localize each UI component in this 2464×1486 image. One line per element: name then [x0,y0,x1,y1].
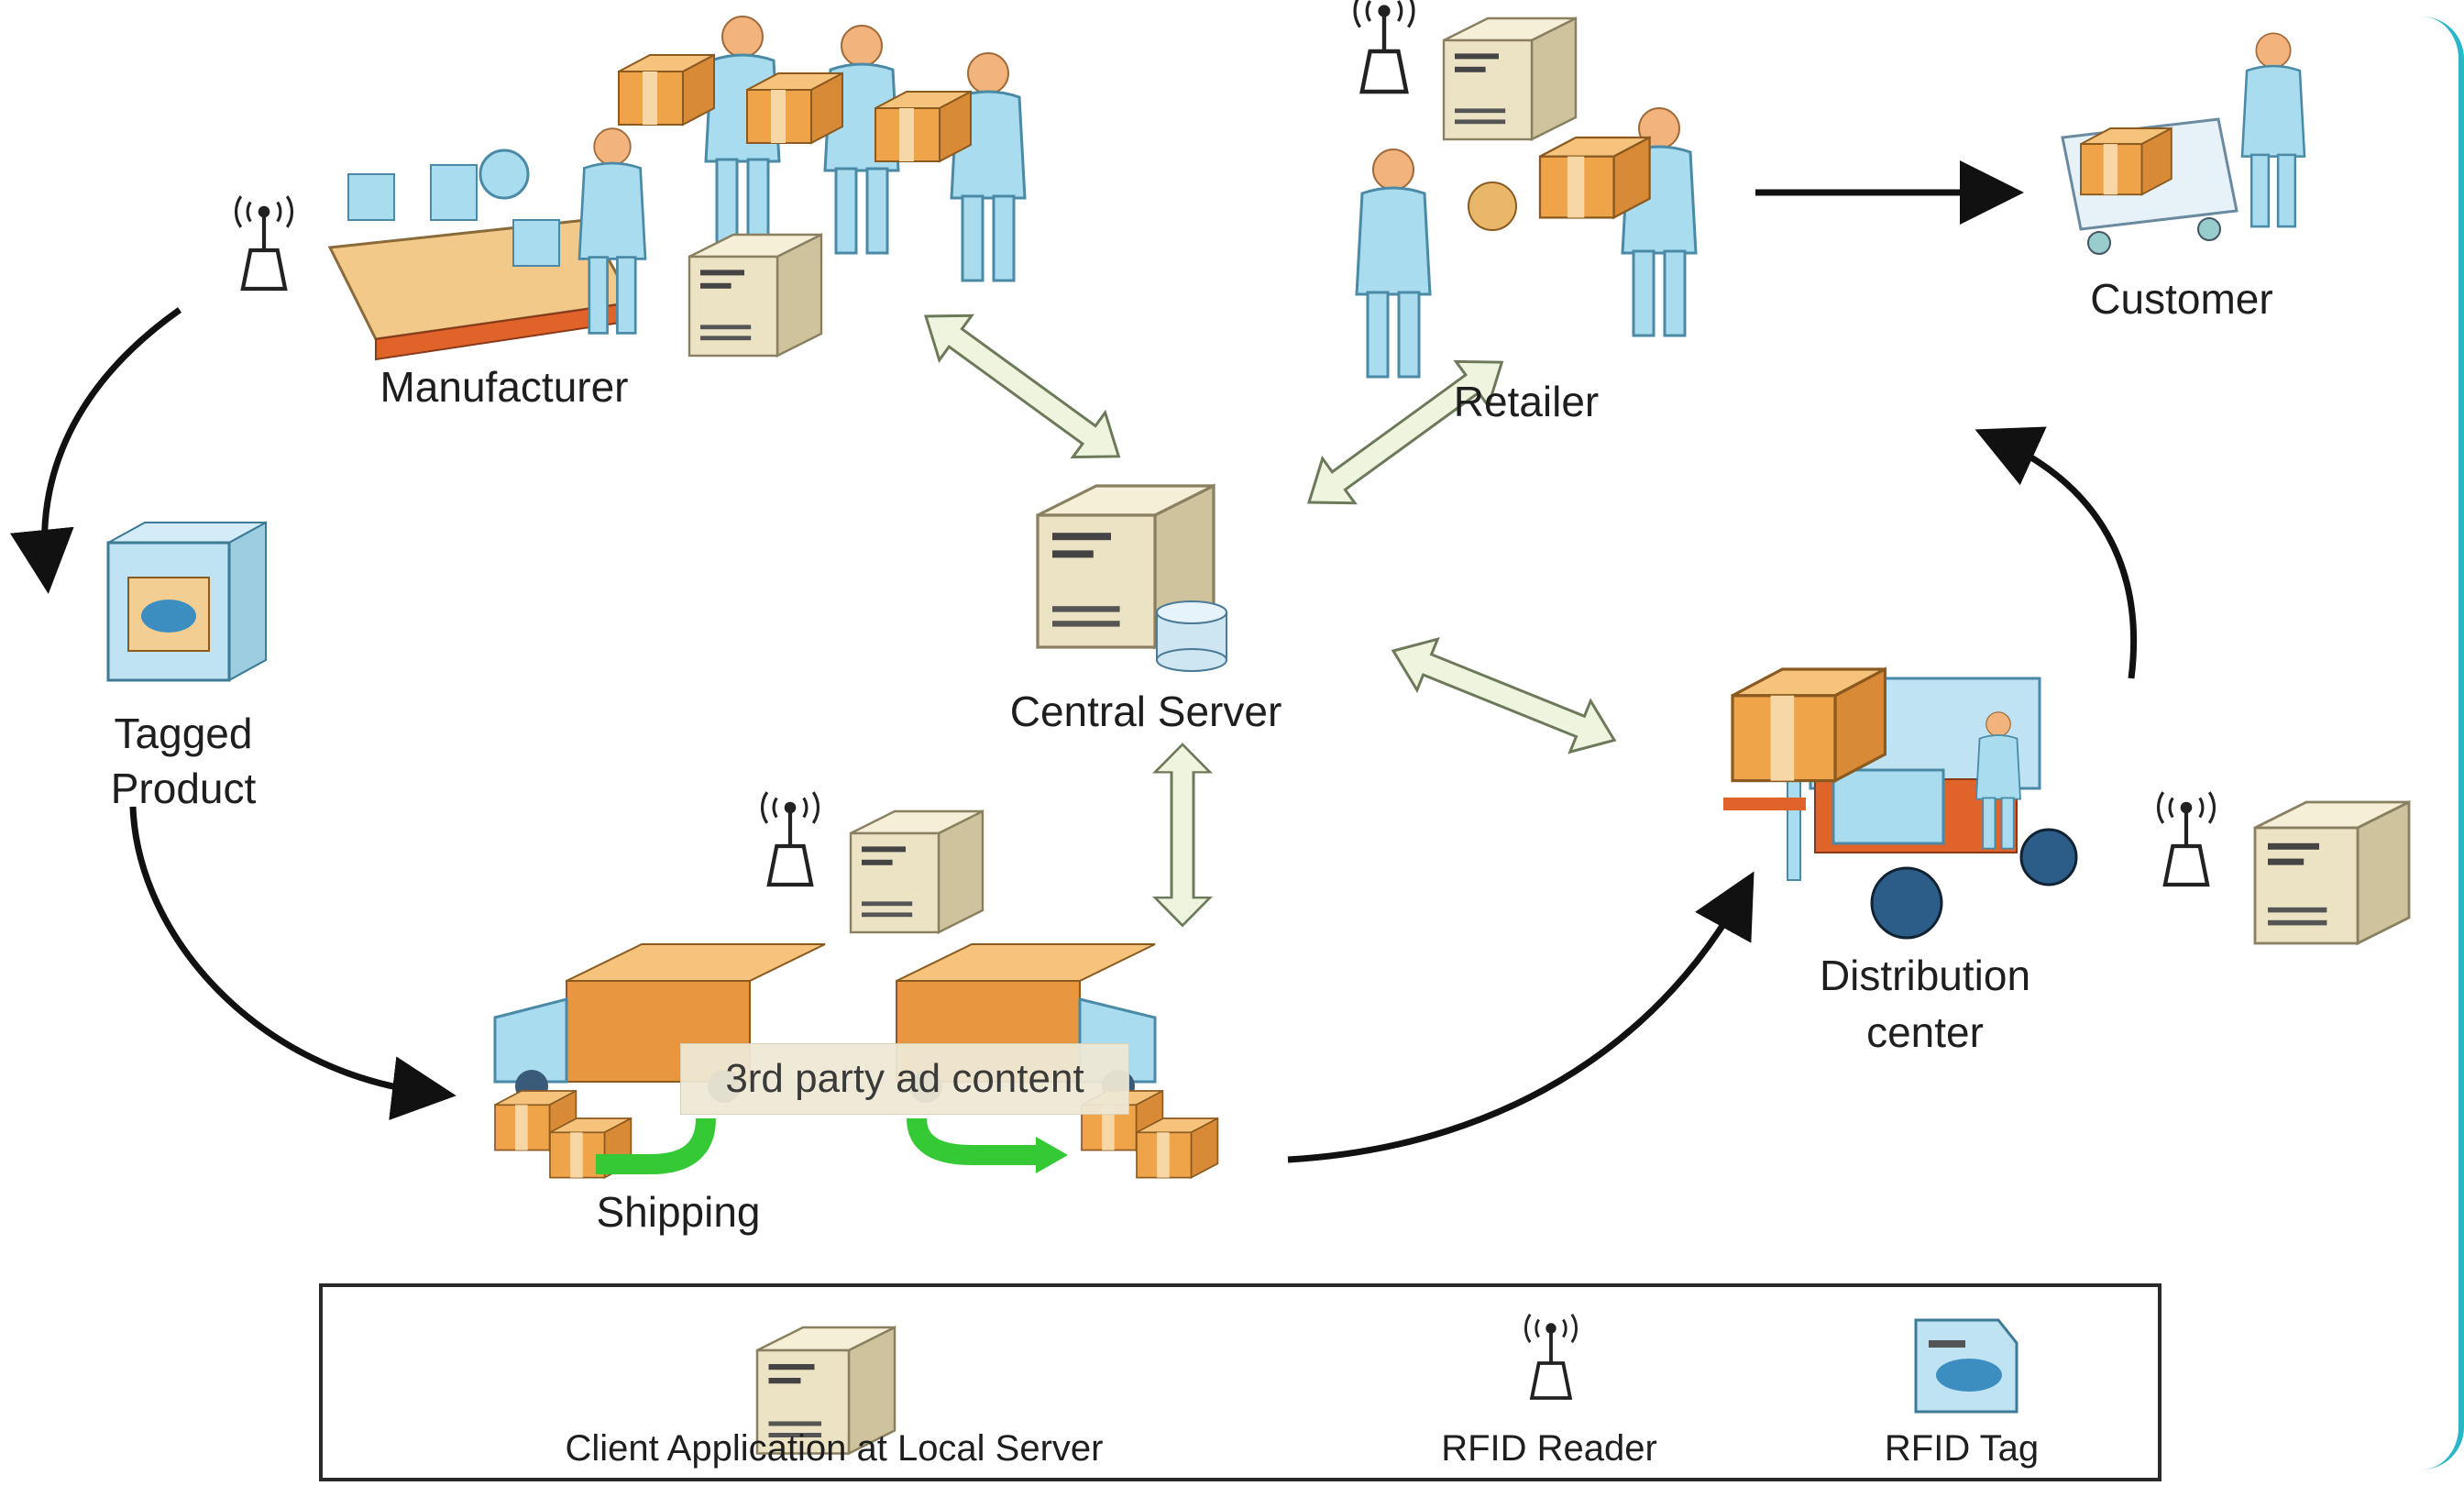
legend [319,1283,2162,1481]
central-server [1036,484,1227,672]
rfid-reader-icon [2159,792,2215,885]
shipping-scene [493,792,1219,1179]
manufacturer-scene [236,15,1027,361]
label-tagged: Tagged [114,710,253,757]
customer-scene [2061,32,2306,255]
double-arrow-manufacturer [908,292,1137,480]
box-icon [746,72,843,144]
cart-icon [2061,117,2238,255]
box-icon [874,91,972,162]
database-icon [1156,600,1227,672]
legend-client-app-label: Client Application at Local Server [565,1428,1104,1469]
label-center: center [1866,1008,1984,1056]
server-icon [688,233,823,358]
box-icon [1538,136,1651,219]
truck-icon [493,943,826,1103]
server-icon [849,809,984,934]
label-retailer: Retailer [1453,378,1600,425]
legend-rfid-tag-label: RFID Tag [1884,1428,2040,1469]
label-manufacturer: Manufacturer [380,363,629,411]
label-shipping: Shipping [596,1188,761,1236]
label-distribution: Distribution [1819,952,2031,999]
box-icon [1731,667,1886,783]
label-central-server: Central Server [1009,688,1282,735]
label-customer: Customer [2090,275,2273,323]
server-icon [1442,17,1578,141]
rfid-reader-icon [236,196,292,289]
worker-icon [2240,32,2306,228]
double-arrow-shipping [1153,743,1212,928]
distribution-scene [1723,667,2411,945]
worker-icon [1355,148,1432,379]
rfid-reader-icon [763,792,819,885]
box-icon [618,54,715,126]
rfid-reader-icon [1355,0,1414,92]
rfid-tag-icon [1914,1318,2018,1414]
accent-edge [2422,17,2464,1469]
legend-rfid-reader-label: RFID Reader [1441,1428,1657,1469]
label-product: Product [110,765,257,812]
rfid-tag-icon [106,521,267,682]
retailer-scene [1355,0,1698,379]
green-arrow [596,1117,716,1174]
green-arrow [907,1117,1036,1165]
ad-overlay[interactable]: 3rd party ad content [680,1043,1129,1115]
box-icon [1136,1117,1219,1179]
double-arrow-distribution [1381,623,1626,767]
worker-icon [950,51,1027,282]
flow-arrows [10,160,2138,1163]
server-icon [2253,800,2411,945]
